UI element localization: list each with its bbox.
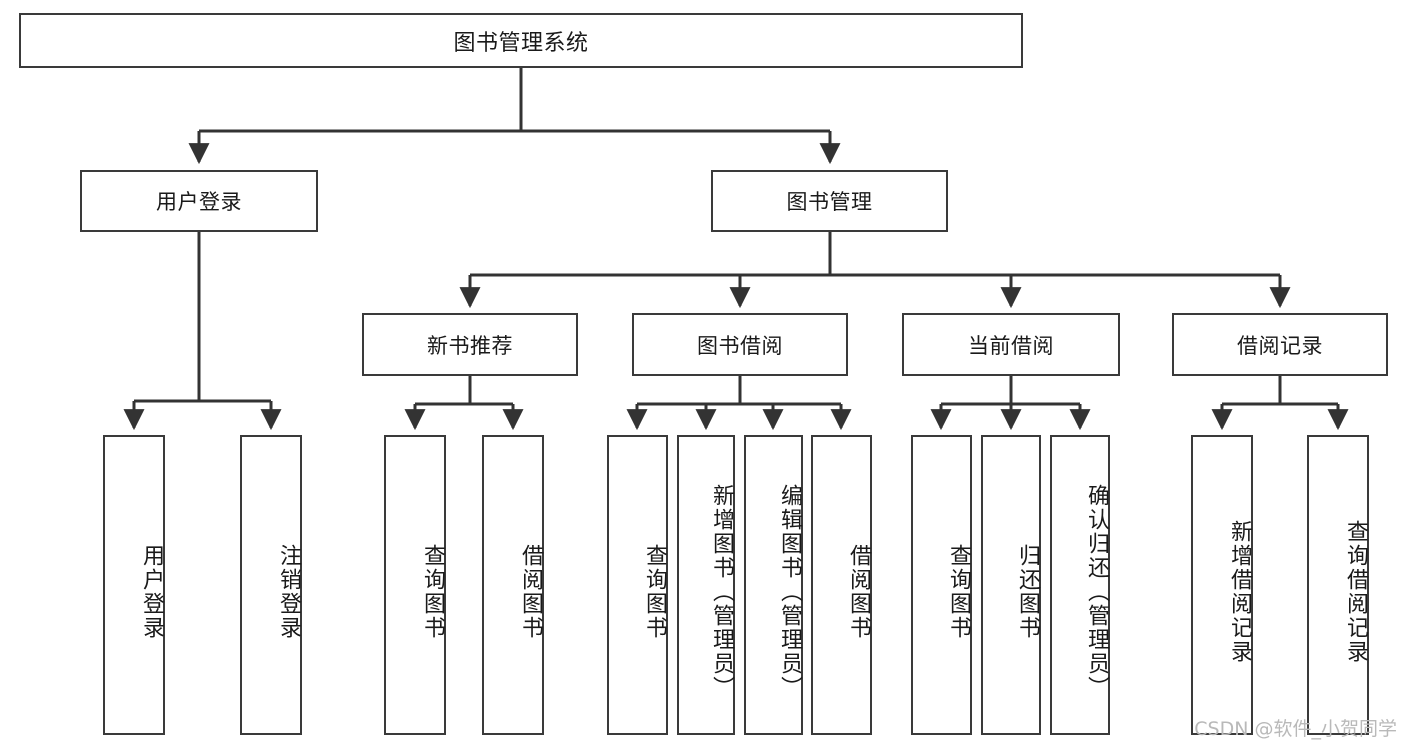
node-label: 新书推荐: [427, 333, 513, 358]
node-book-management-system[interactable]: 图书管理系统: [19, 13, 1023, 68]
node-label: 用户登录: [156, 190, 242, 214]
node-borrow-record[interactable]: 借阅记录: [1172, 313, 1388, 376]
leaf-borrow-book-2[interactable]: 借阅图书: [811, 435, 872, 735]
node-label: 确认归还（管理员）: [1084, 484, 1109, 700]
node-book-borrow[interactable]: 图书借阅: [632, 313, 848, 376]
node-label: 编辑图书（管理员）: [777, 484, 802, 700]
watermark: CSDN @软件_小贺同学: [1194, 718, 1397, 740]
node-new-book-recommend[interactable]: 新书推荐: [362, 313, 578, 376]
node-label: 借阅图书: [846, 544, 871, 640]
leaf-query-borrow-record[interactable]: 查询借阅记录: [1307, 435, 1369, 735]
node-user-login[interactable]: 用户登录: [80, 170, 318, 232]
leaf-confirm-return[interactable]: 确认归还（管理员）: [1050, 435, 1110, 735]
leaf-query-book-3[interactable]: 查询图书: [911, 435, 972, 735]
node-label: 图书管理系统: [453, 30, 589, 56]
node-label: 新增图书（管理员）: [709, 484, 734, 700]
node-label: 新增借阅记录: [1227, 520, 1252, 664]
node-label: 借阅图书: [518, 544, 543, 640]
node-label: 查询图书: [946, 544, 971, 640]
leaf-logout-login[interactable]: 注销登录: [240, 435, 302, 735]
node-label: 借阅记录: [1237, 333, 1323, 358]
node-label: 查询借阅记录: [1343, 520, 1368, 664]
leaf-borrow-book-1[interactable]: 借阅图书: [482, 435, 544, 735]
leaf-edit-book[interactable]: 编辑图书（管理员）: [744, 435, 803, 735]
leaf-user-login[interactable]: 用户登录: [103, 435, 165, 735]
node-current-borrow[interactable]: 当前借阅: [902, 313, 1120, 376]
node-label: 注销登录: [276, 544, 301, 640]
node-label: 当前借阅: [968, 333, 1054, 358]
leaf-add-book[interactable]: 新增图书（管理员）: [677, 435, 735, 735]
node-label: 图书借阅: [697, 333, 783, 358]
leaf-return-book[interactable]: 归还图书: [981, 435, 1041, 735]
node-book-manage[interactable]: 图书管理: [711, 170, 948, 232]
node-label: 查询图书: [420, 544, 445, 640]
node-label: 归还图书: [1015, 544, 1040, 640]
leaf-add-borrow-record[interactable]: 新增借阅记录: [1191, 435, 1253, 735]
node-label: 用户登录: [139, 544, 164, 640]
leaf-query-book-1[interactable]: 查询图书: [384, 435, 446, 735]
node-label: 查询图书: [642, 544, 667, 640]
node-label: 图书管理: [786, 190, 873, 214]
leaf-query-book-2[interactable]: 查询图书: [607, 435, 668, 735]
